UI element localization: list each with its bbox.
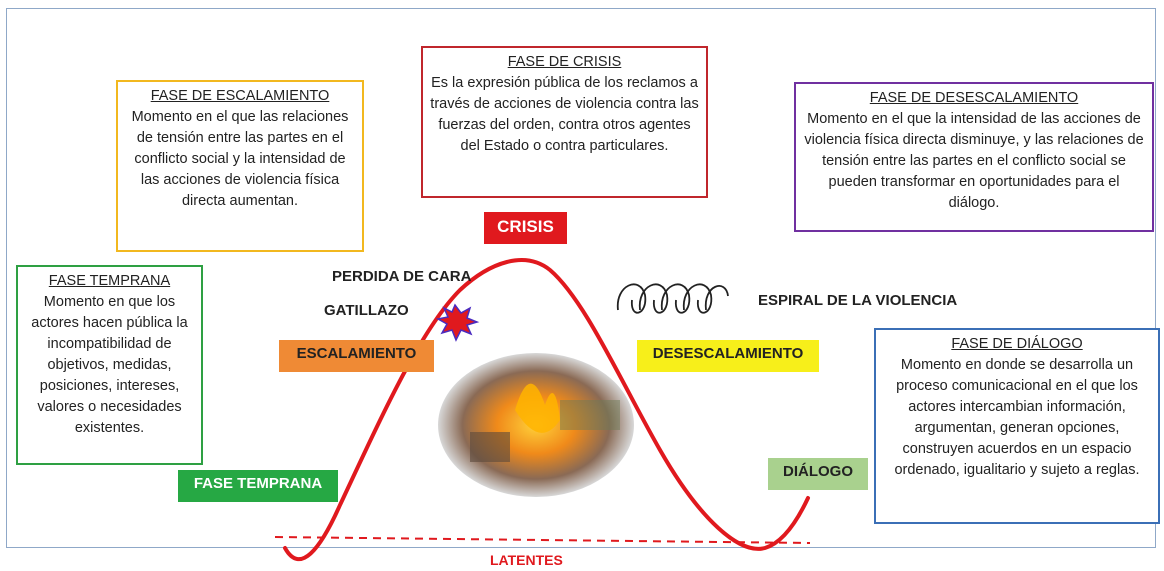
temprana-tag: FASE TEMPRANA [178,470,338,502]
desescalamiento-box: FASE DE DESESCALAMIENTO Momento en el qu… [794,82,1154,232]
crisis-box-text: Es la expresión pública de los reclamos … [430,75,699,154]
perdida-de-cara-label: PERDIDA DE CARA [332,268,472,285]
latent-baseline [274,536,811,544]
conflict-curve [283,258,810,562]
desescalamiento-box-text: Momento en el que la intensidad de las a… [804,111,1144,211]
temprana-box-text: Momento en que los actores hacen pública… [31,294,188,436]
desescalamiento-tag: DESESCALAMIENTO [637,340,819,372]
espiral-label: ESPIRAL DE LA VIOLENCIA [758,292,958,309]
escalamiento-box: FASE DE ESCALAMIENTO Momento en el que l… [116,80,364,252]
crisis-tag: CRISIS [484,212,567,244]
crisis-box-title: FASE DE CRISIS [507,54,622,70]
diagram-frame [6,8,1156,548]
desescalamiento-box-title: FASE DE DESESCALAMIENTO [869,90,1079,106]
dialogo-box-title: FASE DE DIÁLOGO [951,336,1083,352]
dialogo-tag: DIÁLOGO [768,458,868,490]
temprana-box-title: FASE TEMPRANA [48,273,171,289]
spiral-icon [617,283,729,314]
latentes-label: LATENTES [490,552,563,568]
escalamiento-box-text: Momento en el que las relaciones de tens… [131,109,349,209]
dialogo-box-text: Momento en donde se desarrolla un proces… [894,357,1140,478]
gatillazo-label: GATILLAZO [324,302,409,319]
explosion-icon [435,303,480,342]
escalamiento-box-title: FASE DE ESCALAMIENTO [150,88,330,104]
temprana-box: FASE TEMPRANA Momento en que los actores… [16,265,203,465]
crisis-box: FASE DE CRISIS Es la expresión pública d… [421,46,708,198]
escalamiento-tag: ESCALAMIENTO [279,340,434,372]
dialogo-box: FASE DE DIÁLOGO Momento en donde se desa… [874,328,1160,524]
